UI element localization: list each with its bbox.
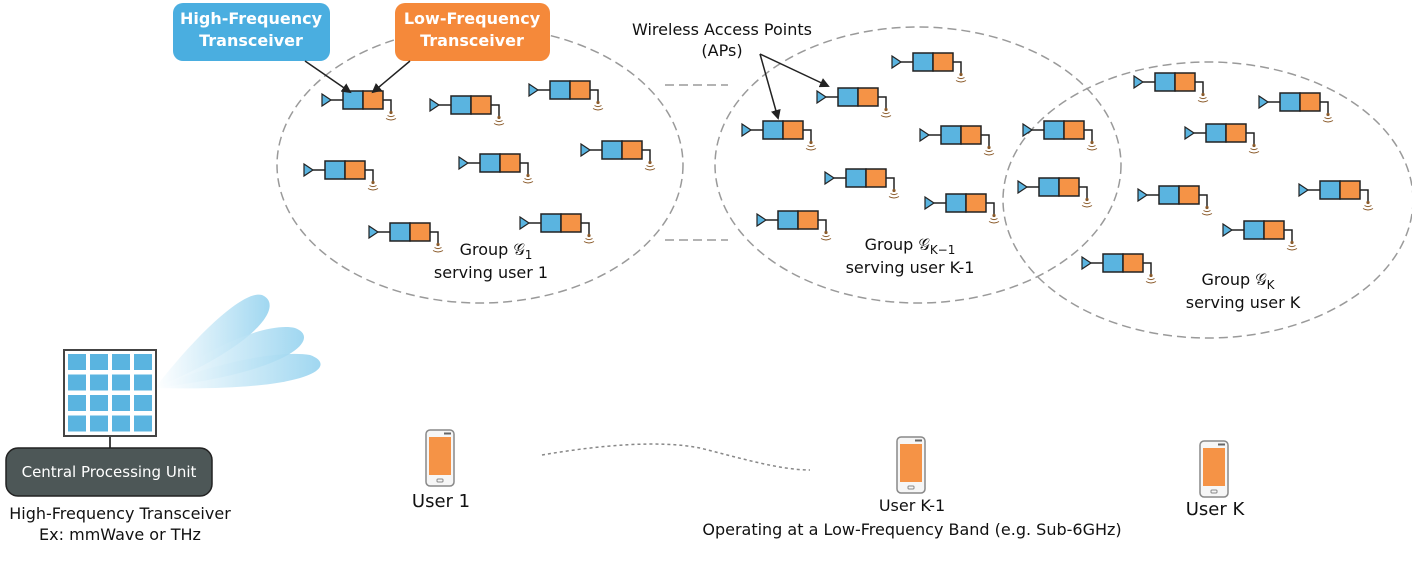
ap-icon bbox=[303, 160, 379, 191]
user-gap-line bbox=[541, 443, 811, 471]
group-k-title: Group 𝒢K bbox=[1201, 270, 1275, 292]
ap-icon bbox=[1017, 177, 1093, 208]
aps-pointer-1 bbox=[759, 53, 781, 120]
group-1-caption: serving user 1 bbox=[434, 263, 548, 282]
phone-icon bbox=[896, 436, 926, 494]
beam-icon bbox=[155, 294, 321, 389]
group-k-ellipse bbox=[1002, 61, 1412, 339]
cpu-box: Central Processing Unit bbox=[5, 447, 213, 497]
ap-icon bbox=[741, 120, 817, 151]
ap-icon bbox=[1258, 92, 1334, 123]
ap-icon bbox=[1137, 185, 1213, 216]
band-note: Operating at a Low-Frequency Band (e.g. … bbox=[702, 520, 1121, 539]
low-frequency-callout-line1: Low-Frequency bbox=[404, 9, 541, 28]
ap-icon bbox=[924, 193, 1000, 224]
antenna-cell bbox=[68, 415, 86, 432]
user-1-label: User 1 bbox=[412, 491, 470, 512]
ap-icon bbox=[1222, 220, 1298, 251]
antenna-cell bbox=[112, 374, 130, 391]
aps-label-line2: (APs) bbox=[701, 41, 742, 60]
ap-icon bbox=[321, 90, 397, 121]
ap-icon bbox=[824, 168, 900, 199]
user-k-1-label: User K-1 bbox=[879, 496, 945, 515]
cpu-label: Central Processing Unit bbox=[22, 463, 197, 481]
group-1-ellipse bbox=[276, 26, 684, 304]
antenna-cell bbox=[90, 374, 108, 391]
high-frequency-pointer bbox=[304, 60, 352, 94]
cpu-caption-line1: High-Frequency Transceiver bbox=[9, 504, 231, 523]
high-frequency-callout-line1: High-Frequency bbox=[180, 9, 323, 28]
ap-icon bbox=[756, 210, 832, 241]
ap-icon bbox=[1184, 123, 1260, 154]
antenna-cell bbox=[112, 354, 130, 370]
ap-icon bbox=[1022, 120, 1098, 151]
antenna-cell bbox=[90, 415, 108, 432]
cpu-caption-line2: Ex: mmWave or THz bbox=[39, 525, 201, 544]
antenna-cell bbox=[134, 374, 152, 391]
group-k-1-caption: serving user K-1 bbox=[846, 258, 975, 277]
aps-pointer-2 bbox=[759, 53, 830, 88]
ap-icon bbox=[368, 222, 444, 253]
low-frequency-pointer bbox=[371, 60, 411, 94]
ap-icon bbox=[580, 140, 656, 171]
antenna-cell bbox=[90, 395, 108, 411]
ap-icon bbox=[919, 125, 995, 156]
low-frequency-callout: Low-Frequency Transceiver bbox=[395, 3, 550, 61]
ap-icon bbox=[816, 87, 892, 118]
antenna-cell bbox=[134, 415, 152, 432]
ap-icon bbox=[528, 80, 604, 111]
ap-icon bbox=[1081, 253, 1157, 284]
ap-icon bbox=[891, 52, 967, 83]
antenna-cell bbox=[68, 354, 86, 370]
group-k-1-ellipse bbox=[714, 26, 1122, 304]
antenna-cell bbox=[68, 395, 86, 411]
ap-icon bbox=[1298, 180, 1374, 211]
ap-icon bbox=[1133, 72, 1209, 103]
phone-icon bbox=[425, 429, 455, 487]
aps-label-line1: Wireless Access Points bbox=[632, 20, 812, 39]
antenna-cell bbox=[134, 395, 152, 411]
ap-icon bbox=[519, 213, 595, 244]
group-1-title: Group 𝒢1 bbox=[460, 240, 533, 262]
antenna-cell bbox=[134, 354, 152, 370]
user-k-label: User K bbox=[1186, 499, 1246, 520]
high-frequency-callout: High-Frequency Transceiver bbox=[173, 3, 330, 61]
antenna-cell bbox=[112, 415, 130, 432]
ap-icon bbox=[458, 153, 534, 184]
high-frequency-callout-line2: Transceiver bbox=[199, 31, 303, 50]
panel-antenna-icon bbox=[63, 349, 157, 448]
low-frequency-callout-line2: Transceiver bbox=[420, 31, 524, 50]
antenna-cell bbox=[90, 354, 108, 370]
group-k-caption: serving user K bbox=[1186, 293, 1301, 312]
group-k-1-title: Group 𝒢K−1 bbox=[865, 235, 956, 257]
antenna-cell bbox=[112, 395, 130, 411]
ap-icon bbox=[429, 95, 505, 126]
phone-icon bbox=[1199, 440, 1229, 498]
antenna-cell bbox=[68, 374, 86, 391]
